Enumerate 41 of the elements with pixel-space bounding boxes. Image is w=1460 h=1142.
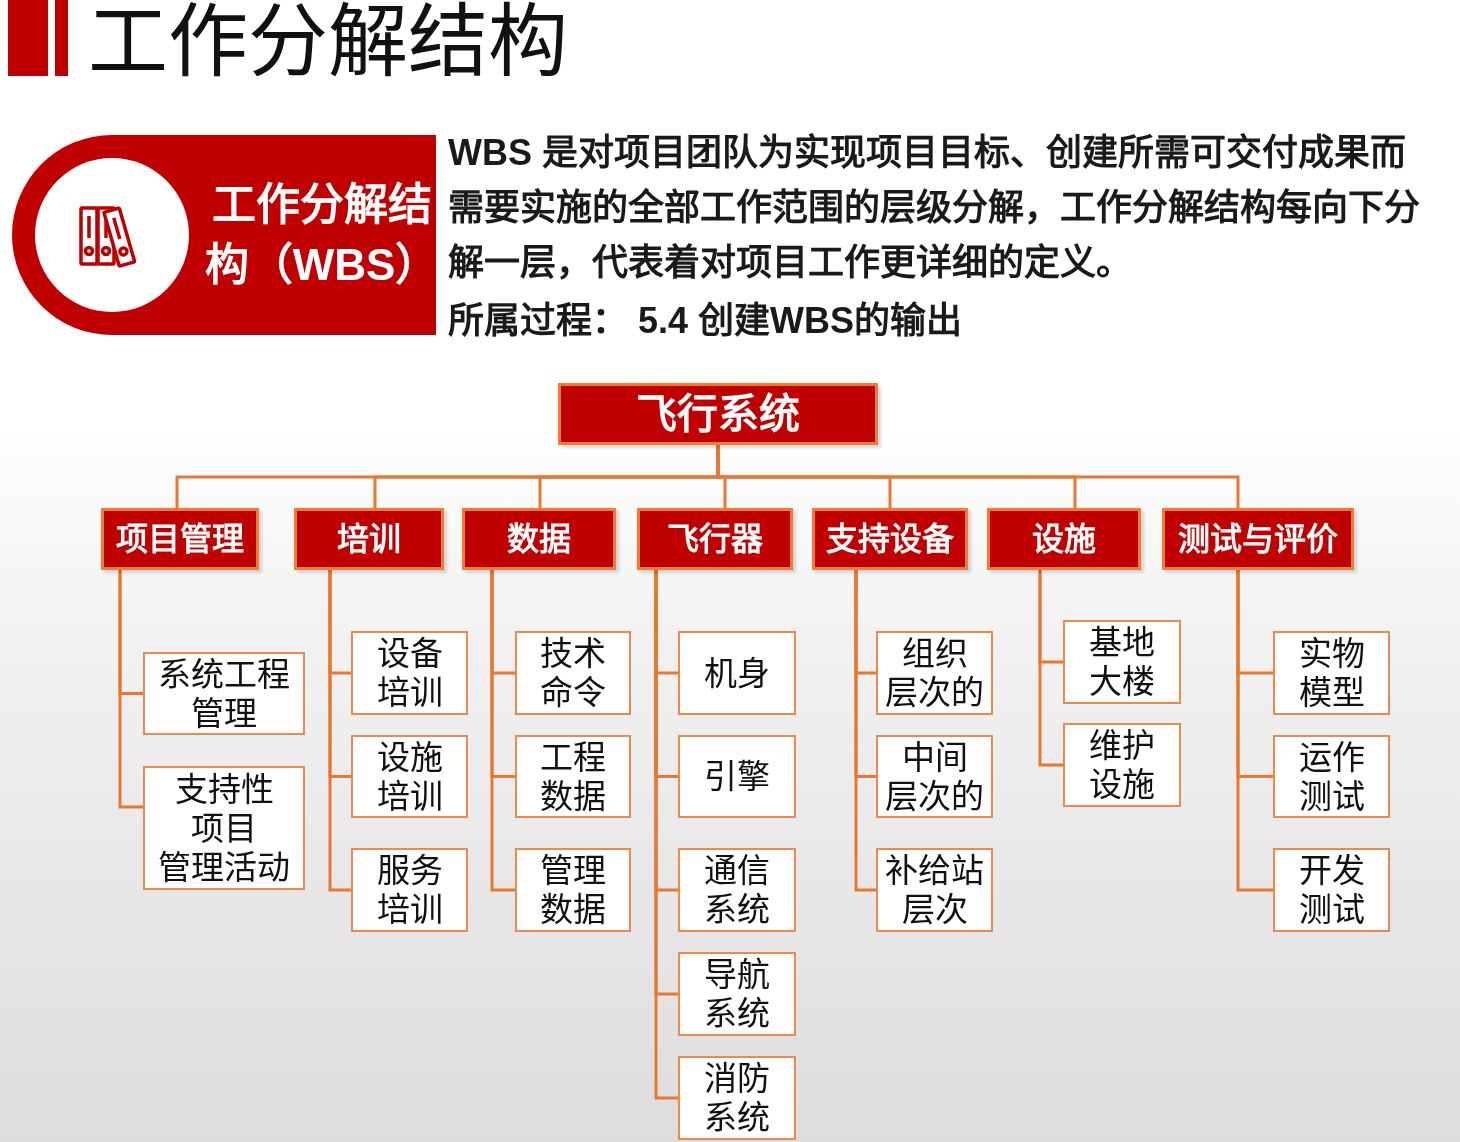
work-package-box: 技术命令 <box>515 631 631 715</box>
work-package-box: 服务培训 <box>351 848 468 932</box>
banner-text: 工作分解结构（WBS） <box>204 179 440 291</box>
work-package-box: 补给站层次 <box>876 848 993 932</box>
work-package-box: 中间层次的 <box>876 735 993 818</box>
work-package-box: 引擎 <box>678 735 796 818</box>
work-package-box: 消防系统 <box>678 1056 796 1140</box>
category-box: 设施 <box>987 508 1141 570</box>
work-package-box: 通信系统 <box>678 848 796 932</box>
category-box: 测试与评价 <box>1162 508 1354 570</box>
connector-line <box>1038 570 1063 767</box>
work-package-box: 设施培训 <box>351 735 468 818</box>
work-package-box: 设备培训 <box>351 631 468 715</box>
connector-line <box>328 570 351 892</box>
work-package-box: 基地大楼 <box>1063 620 1181 704</box>
category-box: 数据 <box>462 508 616 570</box>
category-box: 飞行器 <box>637 508 793 570</box>
work-package-box: 管理数据 <box>515 848 631 932</box>
work-package-box: 开发测试 <box>1273 848 1390 932</box>
work-package-box: 机身 <box>678 631 796 715</box>
work-package-box: 系统工程管理 <box>143 652 305 735</box>
process-text: 所属过程： 5.4 创建WBS的输出 <box>448 299 963 343</box>
root-box: 飞行系统 <box>558 383 878 445</box>
connector-line <box>1236 570 1273 892</box>
work-package-box: 组织层次的 <box>876 631 993 715</box>
connector-line <box>654 570 678 1100</box>
category-box: 支持设备 <box>812 508 968 570</box>
definition-text: WBS 是对项目团队为实现项目目标、创建所需可交付成果而需要实施的全部工作范围的层级分解，工作分解结构每向下分解一层，代表着对项目工作更详细的定义。 <box>448 131 1420 285</box>
work-package-box: 支持性项目管理活动 <box>143 766 305 890</box>
category-box: 项目管理 <box>101 508 259 570</box>
work-package-box: 工程数据 <box>515 735 631 818</box>
page-title: 工作分解结构 <box>88 0 568 88</box>
category-box: 培训 <box>294 508 444 570</box>
work-package-box: 实物模型 <box>1273 631 1390 715</box>
work-package-box: 导航系统 <box>678 952 796 1036</box>
connector-line <box>854 570 876 892</box>
banner <box>12 135 436 335</box>
connector-line <box>118 570 143 809</box>
connector-line <box>490 570 515 892</box>
work-package-box: 运作测试 <box>1273 735 1390 818</box>
work-package-box: 维护设施 <box>1063 723 1181 807</box>
